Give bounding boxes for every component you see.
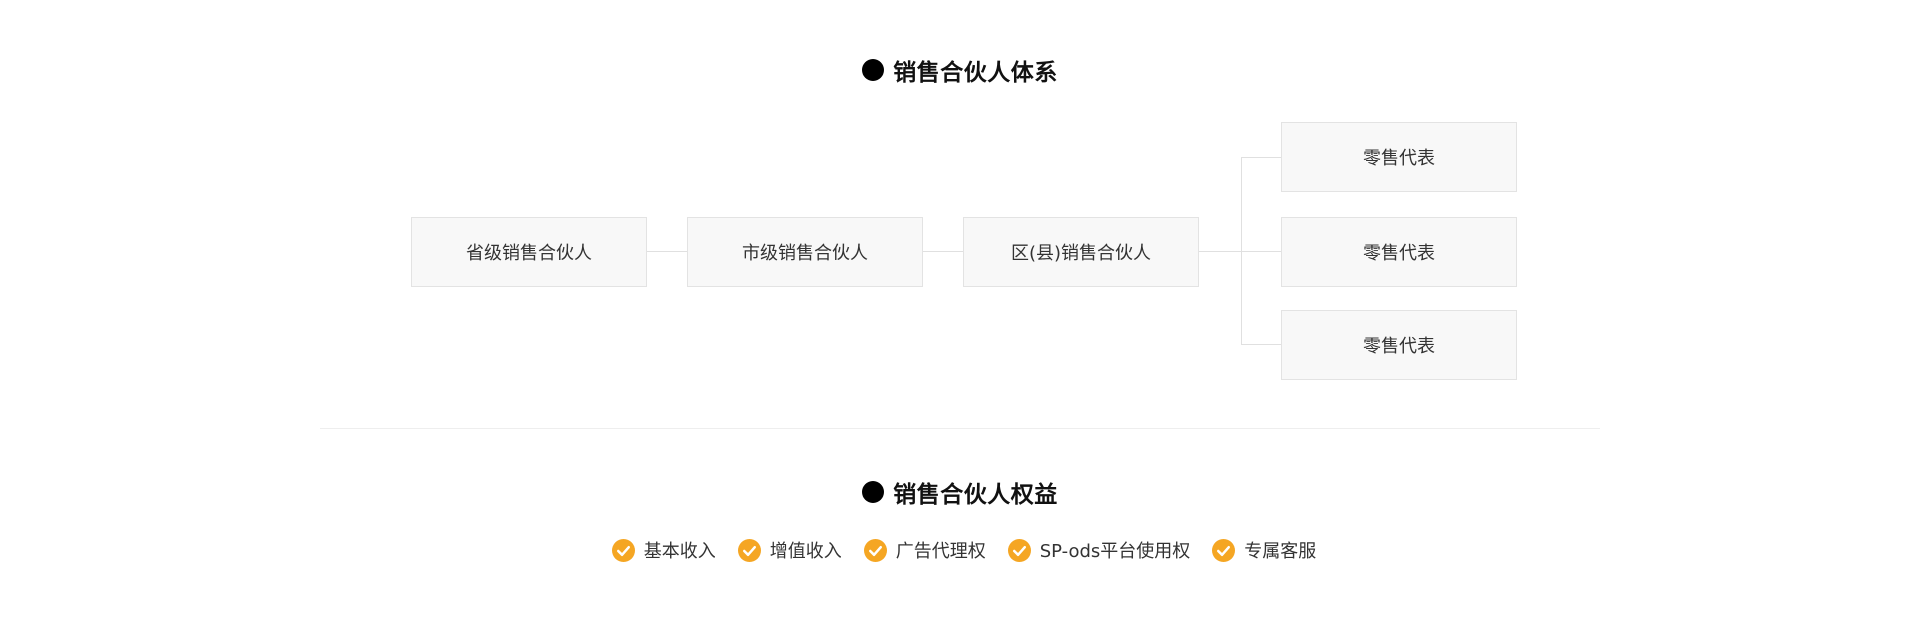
connector-district-branch bbox=[1199, 251, 1241, 252]
benefit-label: 基本收入 bbox=[643, 541, 716, 562]
bullet-dot-icon bbox=[862, 59, 885, 81]
check-circle-icon bbox=[737, 538, 761, 562]
benefit-item: SP-ods平台使用权 bbox=[1007, 537, 1191, 563]
benefit-item: 广告代理权 bbox=[863, 537, 986, 563]
check-circle-icon bbox=[611, 538, 635, 562]
benefit-label: 专属客服 bbox=[1244, 541, 1317, 562]
benefit-label: 广告代理权 bbox=[895, 541, 986, 562]
section-divider bbox=[320, 428, 1600, 429]
node-city-partner: 市级销售合伙人 bbox=[687, 217, 923, 287]
connector-province-city bbox=[647, 251, 688, 252]
section-title-partner-system: 销售合伙人体系 bbox=[0, 52, 1920, 88]
node-retail-rep-1: 零售代表 bbox=[1281, 122, 1517, 192]
node-retail-rep-3: 零售代表 bbox=[1281, 310, 1517, 380]
node-district-partner: 区(县)销售合伙人 bbox=[963, 217, 1199, 287]
section-title-text: 销售合伙人体系 bbox=[893, 60, 1058, 86]
benefit-label: SP-ods平台使用权 bbox=[1039, 541, 1191, 562]
benefit-item: 基本收入 bbox=[611, 537, 716, 563]
benefits-list: 基本收入 增值收入 广告代理权 SP-ods平台使用权 专属客服 bbox=[0, 537, 1920, 563]
check-circle-icon bbox=[863, 538, 887, 562]
connector-city-district bbox=[923, 251, 964, 252]
benefit-item: 增值收入 bbox=[737, 537, 842, 563]
benefit-item: 专属客服 bbox=[1212, 537, 1316, 563]
connector-branch-middle bbox=[1241, 251, 1282, 252]
node-retail-rep-2: 零售代表 bbox=[1281, 217, 1517, 287]
connector-branch-top bbox=[1241, 157, 1282, 158]
node-province-partner: 省级销售合伙人 bbox=[411, 217, 647, 287]
check-circle-icon bbox=[1212, 538, 1236, 562]
check-circle-icon bbox=[1007, 538, 1031, 562]
connector-branch-vertical bbox=[1241, 157, 1242, 344]
section-title-text: 销售合伙人权益 bbox=[893, 482, 1058, 508]
benefit-label: 增值收入 bbox=[769, 541, 842, 562]
bullet-dot-icon bbox=[862, 481, 885, 503]
connector-branch-bottom bbox=[1241, 344, 1282, 345]
section-title-partner-benefits: 销售合伙人权益 bbox=[0, 474, 1920, 510]
